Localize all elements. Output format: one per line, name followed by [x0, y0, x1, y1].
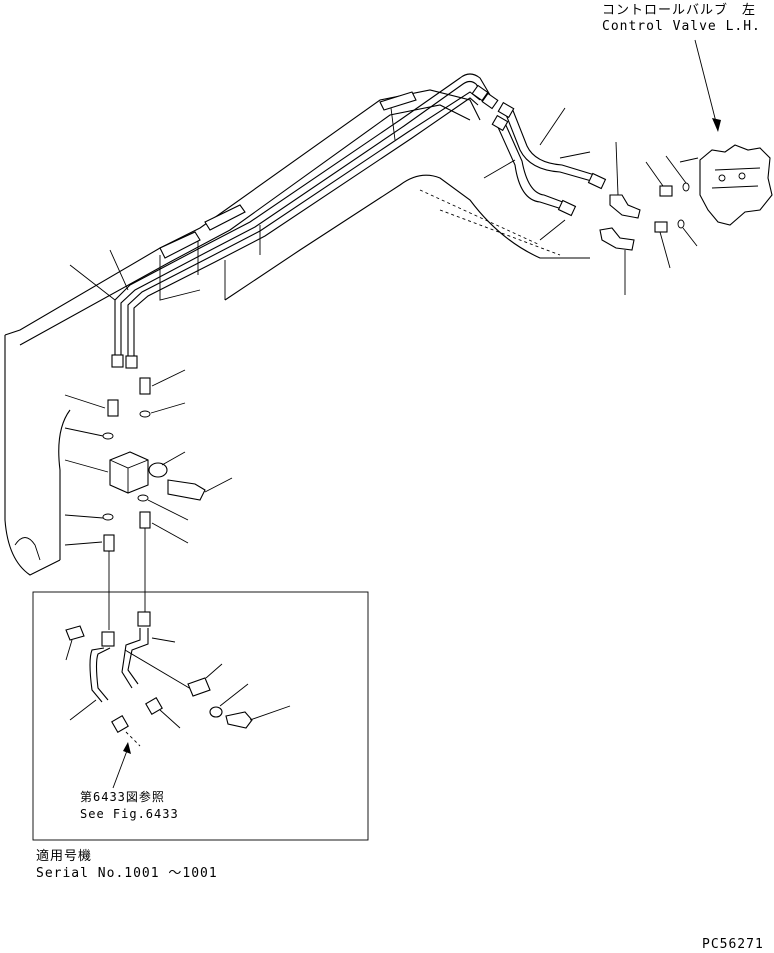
valve-fittings [599, 144, 773, 251]
drawing-code: PC56271 [702, 937, 764, 952]
hoses [491, 101, 607, 217]
see-fig-jp-label: 第6433図参照 [80, 789, 165, 804]
inset-box [32, 591, 369, 841]
leader-lines [64, 39, 721, 729]
control-valve-en-label: Control Valve L.H. [602, 19, 761, 34]
text-labels: コントロールバルブ 左 Control Valve L.H. 第6433図参照 … [36, 2, 764, 952]
boom-outline [4, 89, 590, 576]
boom-tubes [111, 73, 499, 369]
valve-block-stack [102, 377, 206, 630]
control-valve-jp-label: コントロールバルブ 左 [602, 2, 756, 18]
see-fig-en-label: See Fig.6433 [80, 807, 179, 821]
serial-label: Serial No.1001 ～1001 [36, 866, 218, 881]
applicable-jp-label: 適用号機 [36, 848, 92, 864]
